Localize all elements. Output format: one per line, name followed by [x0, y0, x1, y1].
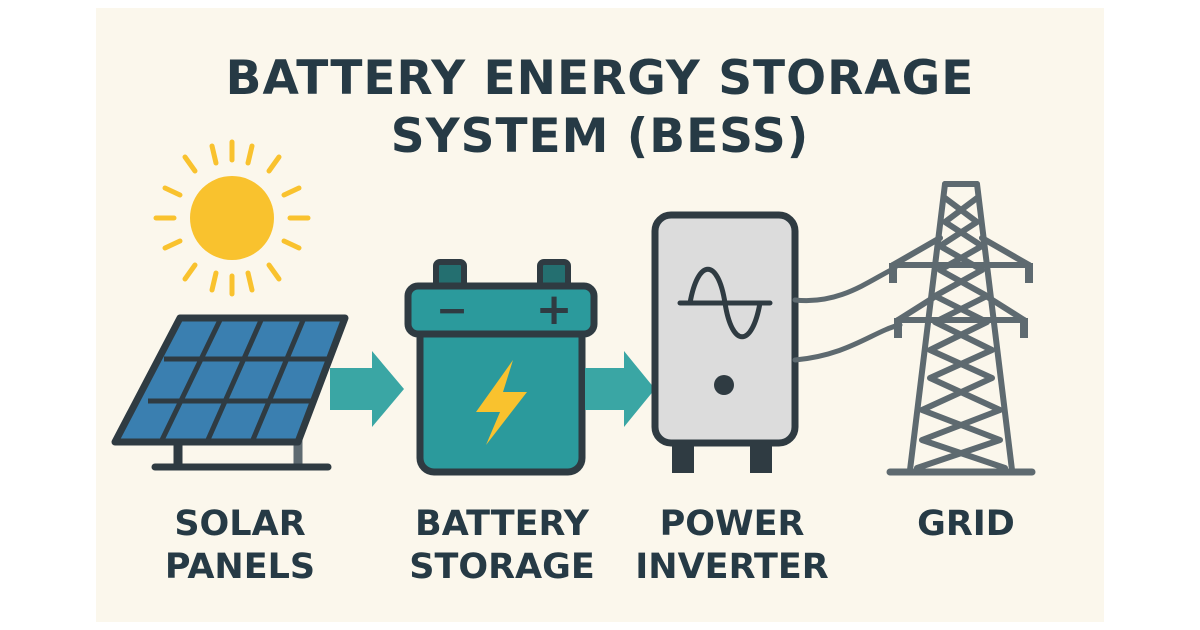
label-power-inverter: POWER INVERTER	[635, 504, 829, 587]
inverter-icon	[651, 211, 799, 473]
arrow-right-icon	[330, 351, 404, 427]
solar-panel-icon	[111, 314, 349, 471]
lightning-bolt-icon	[476, 360, 527, 445]
label-grid: GRID	[917, 504, 1015, 544]
battery-icon	[404, 259, 598, 476]
battery-plus-sign: +	[536, 284, 573, 335]
title-line-1: BATTERY ENERGY STORAGE	[225, 51, 975, 106]
battery-minus-sign: −	[436, 288, 468, 332]
transmission-tower-icon	[886, 181, 1036, 476]
label-solar-panels: SOLAR PANELS	[164, 504, 316, 587]
page-title: BATTERY ENERGY STORAGE SYSTEM (BESS)	[96, 50, 1104, 166]
arrow-right-icon	[585, 351, 655, 427]
sine-wave-icon	[677, 267, 773, 339]
label-battery-storage: BATTERY STORAGE	[409, 504, 595, 587]
sun-icon	[153, 139, 311, 297]
title-line-2: SYSTEM (BESS)	[390, 109, 810, 164]
